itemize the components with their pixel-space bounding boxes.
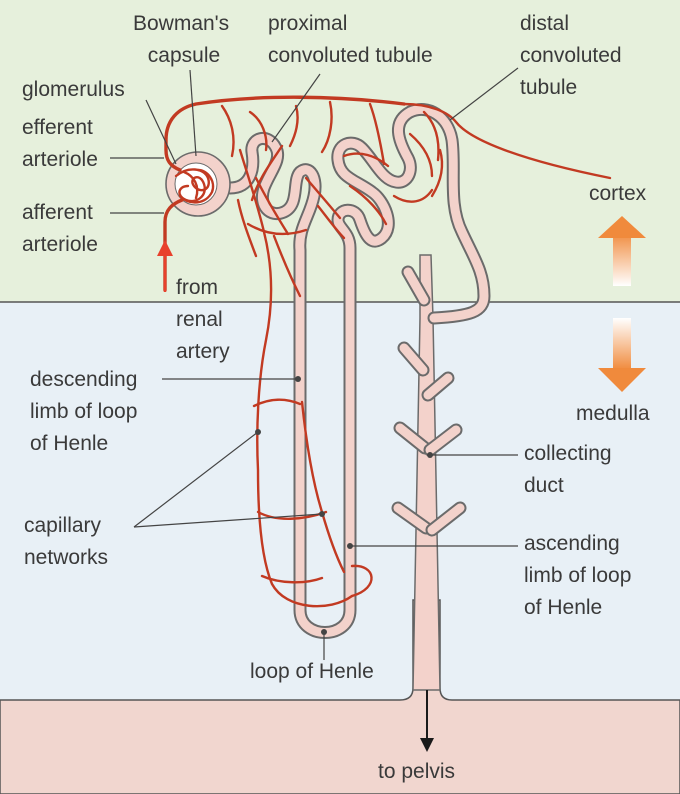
label-to-pelvis: to pelvis: [378, 760, 455, 783]
label-afferent-arteriole: afferent arteriole: [22, 201, 99, 256]
label-capillary-networks: capillary networks: [24, 514, 108, 569]
bowmans-capsule: [165, 151, 231, 217]
renal-artery-arrowhead: [157, 240, 173, 256]
collecting-duct-branches: [391, 265, 467, 537]
nephron-tubule: [223, 103, 491, 639]
label-distal-tubule: distal convoluted tubule: [520, 12, 627, 99]
label-from-renal-artery: from renal artery: [176, 276, 230, 363]
label-loop-of-henle: loop of Henle: [250, 660, 374, 683]
cortex-arrow-icon: [598, 216, 646, 286]
label-cortex: cortex: [589, 182, 647, 205]
label-ascending-limb: ascending limb of loop of Henle: [524, 532, 637, 619]
label-proximal-tubule: proximal convoluted tubule: [268, 12, 433, 67]
blood-vessels: [163, 95, 612, 608]
label-collecting-duct: collecting duct: [524, 442, 617, 497]
label-medulla: medulla: [576, 402, 650, 425]
glomerulus: [174, 168, 215, 204]
medulla-region: [0, 302, 680, 700]
label-glomerulus: glomerulus: [22, 78, 125, 101]
to-pelvis-arrow-icon: [420, 690, 434, 752]
label-bowmans-capsule: Bowman's capsule: [133, 12, 235, 67]
leader-lines: [110, 67, 519, 660]
label-descending-limb: descending limb of loop of Henle: [30, 368, 143, 455]
label-efferent-arteriole: efferent arteriole: [22, 116, 99, 171]
medulla-arrow-icon: [598, 318, 646, 392]
